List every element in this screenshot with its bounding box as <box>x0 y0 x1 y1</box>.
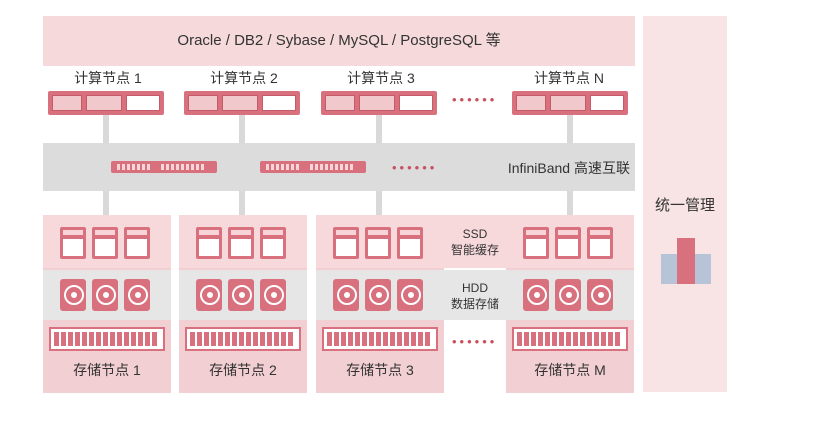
ssd-icon <box>260 227 286 259</box>
storage-node: 存储节点 M <box>506 215 634 393</box>
ellipsis: •••••• <box>452 92 498 107</box>
storage-node-label: 存储节点 1 <box>73 362 141 378</box>
ssd-tier-name: SSD <box>462 227 488 241</box>
database-list: Oracle / DB2 / Sybase / MySQL / PostgreS… <box>177 32 501 49</box>
ssd-icon <box>523 227 549 259</box>
storage-node-label: 存储节点 2 <box>209 362 277 378</box>
ssd-icon <box>397 227 423 259</box>
hdd-icon <box>365 279 391 311</box>
compute-node-label: 计算节点 N <box>534 70 604 86</box>
ssd-icon <box>196 227 222 259</box>
ssd-icon <box>587 227 613 259</box>
storage-node: 存储节点 1 <box>43 215 171 393</box>
interconnect-label: InfiniBand 高速互联 <box>507 160 630 176</box>
management-panel: 统一管理 <box>643 16 727 392</box>
ellipsis: •••••• <box>452 334 498 349</box>
hdd-icon <box>60 279 86 311</box>
hdd-icon <box>260 279 286 311</box>
hdd-icon <box>92 279 118 311</box>
compute-node-label: 计算节点 3 <box>347 70 415 86</box>
hdd-icon <box>228 279 254 311</box>
storage-node: 存储节点 2 <box>179 215 307 393</box>
connector <box>239 191 245 215</box>
switch <box>260 161 366 173</box>
management-icon <box>661 228 713 284</box>
compute-server <box>321 91 437 115</box>
hdd-icon <box>333 279 359 311</box>
ssd-tier-band <box>444 215 506 268</box>
hdd-tier-band <box>444 270 506 320</box>
hdd-tier-name: HDD <box>462 281 488 295</box>
storage-node: 存储节点 3 <box>316 215 444 393</box>
switch <box>111 161 217 173</box>
database-bar: Oracle / DB2 / Sybase / MySQL / PostgreS… <box>43 16 635 66</box>
ssd-tier-label: SSD 智能缓存 <box>444 226 506 258</box>
ellipsis: •••••• <box>392 160 438 175</box>
ssd-icon <box>92 227 118 259</box>
connector <box>567 191 573 215</box>
hdd-icon <box>587 279 613 311</box>
disk-array-icon <box>185 327 301 351</box>
ssd-icon <box>365 227 391 259</box>
management-label: 统一管理 <box>654 197 715 214</box>
disk-array-icon <box>49 327 165 351</box>
connector <box>567 115 573 143</box>
compute-node-label: 计算节点 1 <box>74 70 142 86</box>
storage-node-label: 存储节点 3 <box>346 362 414 378</box>
compute-server <box>184 91 300 115</box>
connector <box>376 115 382 143</box>
ssd-tier-desc: 智能缓存 <box>450 243 499 257</box>
compute-node-label: 计算节点 2 <box>210 70 278 86</box>
connector <box>103 191 109 215</box>
connector <box>239 115 245 143</box>
hdd-icon <box>196 279 222 311</box>
storage-node-label: 存储节点 M <box>534 362 606 378</box>
hdd-icon <box>397 279 423 311</box>
disk-array-icon <box>322 327 438 351</box>
ssd-icon <box>555 227 581 259</box>
compute-server <box>512 91 628 115</box>
ssd-icon <box>333 227 359 259</box>
ssd-icon <box>228 227 254 259</box>
hdd-icon <box>523 279 549 311</box>
hdd-icon <box>124 279 150 311</box>
hdd-icon <box>555 279 581 311</box>
compute-server <box>48 91 164 115</box>
hdd-tier-desc: 数据存储 <box>450 297 499 311</box>
connector <box>376 191 382 215</box>
connector <box>103 115 109 143</box>
hdd-tier-label: HDD 数据存储 <box>444 280 506 312</box>
ssd-icon <box>60 227 86 259</box>
ssd-icon <box>124 227 150 259</box>
disk-array-icon <box>512 327 628 351</box>
